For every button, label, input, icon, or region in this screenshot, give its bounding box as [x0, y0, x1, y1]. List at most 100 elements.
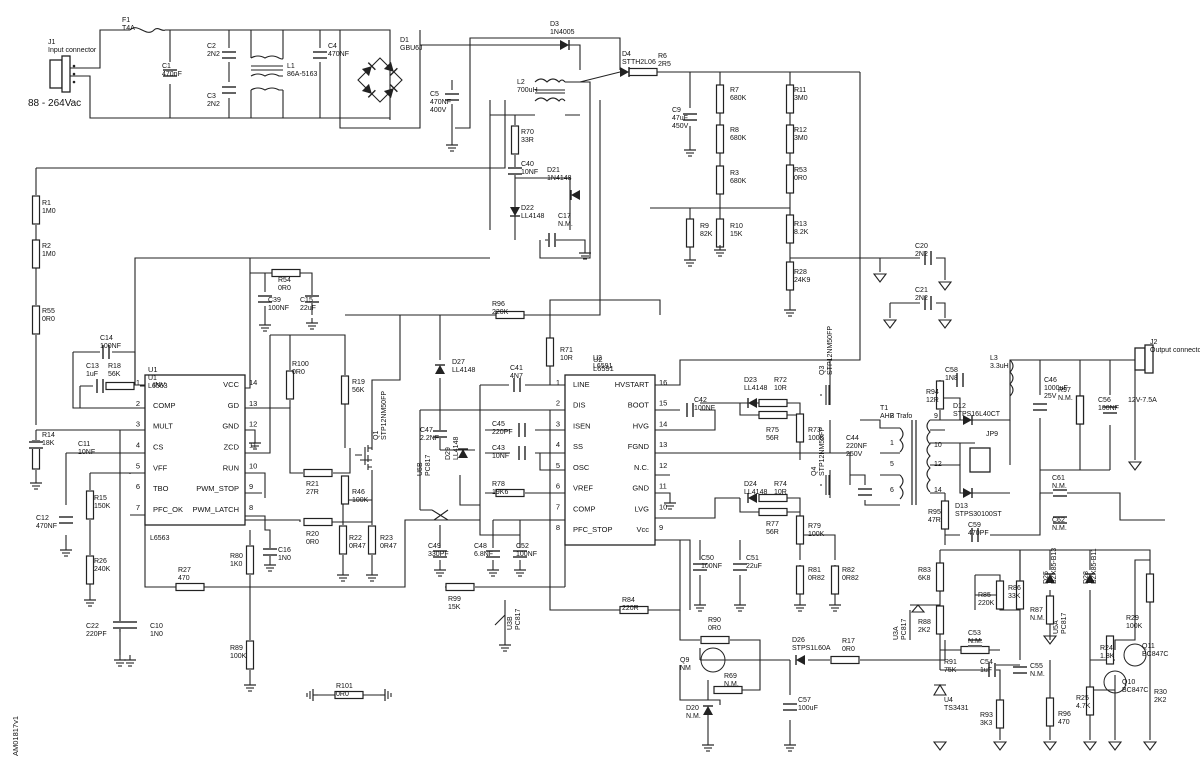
ref-label: L1 — [287, 63, 295, 70]
value: 1M0 — [42, 208, 56, 215]
pin-number: 6 — [556, 482, 560, 491]
value: 82K — [700, 231, 713, 238]
value: 22uF — [746, 563, 762, 570]
value: N.M. — [1030, 671, 1045, 678]
value: 33K — [1008, 593, 1021, 600]
pin-number: 2 — [136, 399, 140, 408]
ref-label: R46 — [352, 489, 365, 496]
value: Output connector — [1150, 347, 1200, 354]
ref-label: C17 — [558, 213, 571, 220]
ref-label: Q4 — [811, 467, 818, 476]
pin-name: GND — [222, 422, 239, 431]
value: STPS16L40CT — [953, 411, 1001, 418]
pin-number: 6 — [136, 482, 140, 491]
pin-number: 11 — [659, 482, 667, 491]
value: N.M. — [686, 713, 701, 720]
ref-label: C22 — [86, 623, 99, 630]
pin-name: TBO — [153, 484, 169, 493]
value2: 450V — [672, 123, 689, 130]
value: 1uF — [980, 667, 992, 674]
value: 10R — [560, 355, 573, 362]
pin-number: 16 — [659, 378, 667, 387]
pin-name: VREF — [573, 484, 593, 493]
transformer-pin: 2 — [890, 413, 894, 420]
ref-label: R12 — [794, 127, 807, 134]
ref-label: D25 — [1043, 571, 1050, 584]
ref-label: D20 — [686, 705, 699, 712]
ref-label: R53 — [794, 167, 807, 174]
value: 1000uF — [1044, 385, 1068, 392]
value: 700uH — [517, 87, 538, 94]
component-l3: L33.3uH — [990, 355, 1009, 370]
ref-label: R30 — [1154, 689, 1167, 696]
output-spec: 12V-7.5A — [1128, 397, 1157, 404]
ic-u2-ref: U2 — [593, 355, 603, 364]
value: 2K2 — [1154, 697, 1167, 704]
ref-label: C40 — [521, 161, 534, 168]
ref-label: Q11 — [1142, 643, 1155, 650]
ref-label: L3 — [990, 355, 998, 362]
value2: 250V — [846, 451, 863, 458]
value: 8.2K — [794, 229, 809, 236]
value: 4N7 — [510, 373, 523, 380]
choke-l1 — [250, 55, 284, 91]
ref-label: R26 — [94, 558, 107, 565]
ref-label: D4 — [622, 51, 631, 58]
value: 47uF — [672, 115, 688, 122]
value: STTH2L06 — [622, 59, 656, 66]
value: 56R — [766, 529, 779, 536]
value: 100NF — [701, 563, 722, 570]
ref-label: R20 — [306, 531, 319, 538]
pin-name: HVSTART — [615, 380, 650, 389]
ref-label: R82 — [842, 567, 855, 574]
pin-number: 7 — [556, 502, 560, 511]
value: 10R — [774, 489, 787, 496]
value: 10NF — [521, 169, 538, 176]
value: 3.3uH — [990, 363, 1009, 370]
value: STPS1L60A — [792, 645, 831, 652]
value: 10NF — [78, 449, 95, 456]
value: 470PF — [968, 530, 989, 537]
ref-label: C56 — [1098, 397, 1111, 404]
pin-name: COMP — [573, 504, 596, 513]
value: 220NF — [846, 443, 867, 450]
ic-u1-part: L6563 — [150, 535, 170, 542]
value: LL4148 — [744, 489, 767, 496]
value: 100K — [230, 653, 247, 660]
pin-name: PFC_OK — [153, 505, 183, 514]
ref-label: R78 — [492, 481, 505, 488]
value: 100K — [1126, 623, 1143, 630]
value: 19K6 — [492, 489, 508, 496]
ref-label: D26 — [792, 637, 805, 644]
ref-label: C12 — [36, 515, 49, 522]
ref-label: C11 — [78, 441, 90, 448]
ref-label: C5 — [430, 91, 439, 98]
value: 18K — [42, 440, 55, 447]
ref-label: R25 — [1076, 695, 1089, 702]
